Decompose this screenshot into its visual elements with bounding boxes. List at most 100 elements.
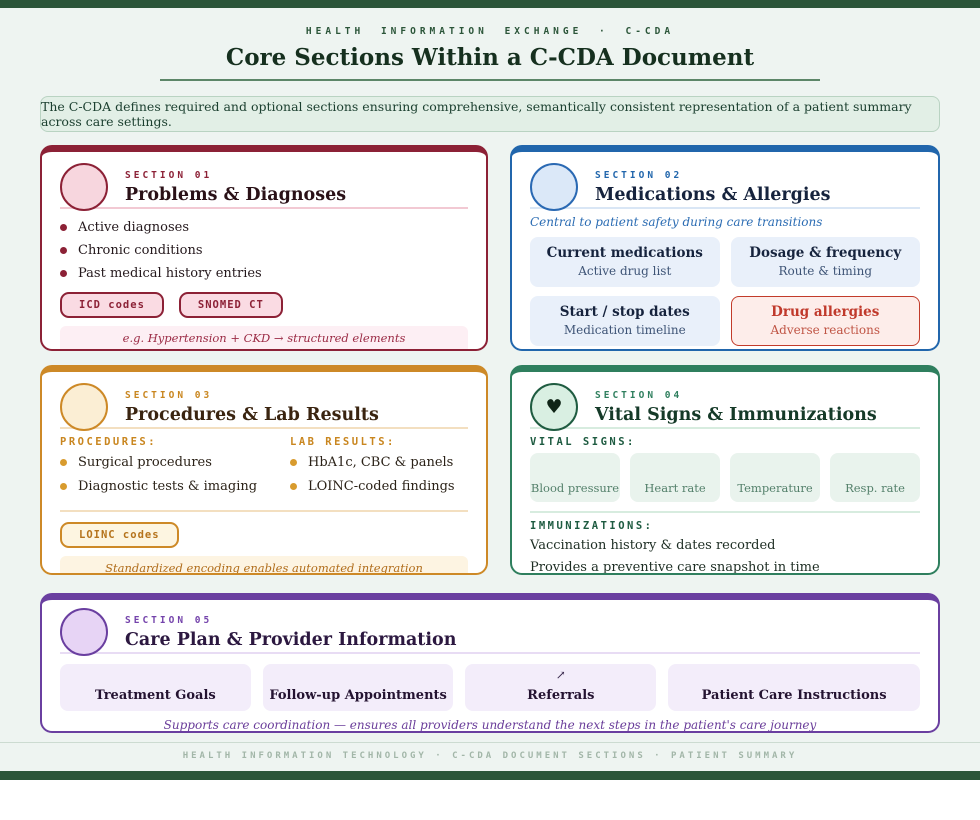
tile-start-stop-dates: Start / stop dates Medication timeline [530,296,720,346]
section-card-care-plan: SECTION 05 Care Plan & Provider Informat… [40,593,940,733]
page-footer: HEALTH INFORMATION TECHNOLOGY · C-CDA DO… [0,742,980,770]
bullet-item: Diagnostic tests & imaging [60,477,290,496]
bullet-dot-icon [60,224,67,231]
procedures-column: PROCEDURES: Surgical procedures Diagnost… [60,436,290,501]
tile-subtitle: Medication timeline [563,323,686,337]
bullet-item: Past medical history entries [60,264,468,283]
problems-section-icon [60,163,108,211]
tile-heart-rate: Heart rate [630,453,720,502]
bullet-item: Chronic conditions [60,241,468,260]
card-divider [60,510,468,512]
bullet-label: LOINC-coded findings [308,479,455,494]
code-chip-icd: ICD codes [60,292,164,318]
vitals-header: VITAL SIGNS: [530,436,636,448]
procedures-section-icon [60,383,108,431]
tile-resp-rate: Resp. rate [830,453,920,502]
tile-drug-allergies: Drug allergies Adverse reactions [730,296,920,346]
example-note-line1: e.g. Hypertension + CKD → structured ele… [122,331,406,345]
tile-current-medications: Current medications Active drug list [530,237,720,287]
section-title: Care Plan & Provider Information [125,629,457,650]
tile-dosage-frequency: Dosage & frequency Route & timing [730,237,920,287]
card-head: SECTION 02 Medications & Allergies [530,163,920,211]
bullet-item: LOINC-coded findings [290,477,468,496]
bullet-label: Surgical procedures [78,455,212,470]
tile-title: Start / stop dates [559,304,690,320]
tile-blood-pressure: Blood pressure [530,453,620,502]
care-plan-tiles: Treatment Goals Follow-up Appointments ↗… [60,664,920,711]
bullet-item: Surgical procedures [60,453,290,472]
section-card-medications: SECTION 02 Medications & Allergies Centr… [510,145,940,351]
card-divider [530,511,920,513]
bullet-dot-icon [60,483,67,490]
medications-section-icon [530,163,578,211]
intro-banner: The C-CDA defines required and optional … [40,96,940,132]
tile-title: Current medications [546,245,703,261]
immunizations-header: IMMUNIZATIONS: [530,519,654,532]
tile-temperature: Temperature [730,453,820,502]
card-divider [60,427,468,429]
section-kicker: SECTION 04 [595,389,683,401]
card-footnote: Supports care coordination — ensures all… [163,718,817,732]
bullet-dot-icon [60,270,67,277]
bullet-dot-icon [60,459,67,466]
column-header: PROCEDURES: [60,436,158,448]
card-head: ♥ SECTION 04 Vital Signs & Immunizations [530,383,920,431]
medication-tiles: Current medications Active drug list Dos… [530,237,920,346]
page-title: Core Sections Within a C-CDA Document [225,44,755,71]
immunization-line: Provides a preventive care snapshot in t… [530,559,820,575]
tile-label: Referrals [527,688,595,703]
code-chips: ICD codes SNOMED CT [60,292,468,318]
card-head: SECTION 05 Care Plan & Provider Informat… [60,608,920,656]
example-note: Standardized encoding enables automated … [60,555,468,575]
tile-title: Dosage & frequency [749,245,902,261]
column-header: LAB RESULTS: [290,436,396,448]
cards-grid: SECTION 01 Problems & Diagnoses Active d… [40,145,940,733]
tile-treatment-goals: Treatment Goals [60,664,251,711]
card-divider [530,207,920,209]
eyebrow-label: HEALTH INFORMATION EXCHANGE · C-CDA [305,26,675,37]
vitals-section-icon: ♥ [530,383,578,431]
code-chip-loinc: LOINC codes [60,521,179,548]
page-canvas: HEALTH INFORMATION EXCHANGE · C-CDA Core… [0,8,980,771]
bullet-label: Chronic conditions [78,243,203,258]
arrow-up-right-icon: ↗ [555,668,566,682]
bullet-dot-icon [60,247,67,254]
tile-label: Treatment Goals [94,688,216,703]
page-header: HEALTH INFORMATION EXCHANGE · C-CDA Core… [0,8,980,81]
care-plan-section-icon [60,608,108,656]
page-bottom-bar [0,771,980,780]
tile-patient-care-instructions: Patient Care Instructions [668,664,920,711]
code-chips: LOINC codes [60,521,468,548]
bullet-dot-icon [290,483,297,490]
tile-follow-up-appointments: Follow-up Appointments [262,664,454,711]
page-top-bar [0,0,980,8]
bullet-item: HbA1c, CBC & panels [290,453,468,472]
section-card-vitals: ♥ SECTION 04 Vital Signs & Immunizations… [510,365,940,575]
section-kicker: SECTION 01 [125,169,213,181]
section-title: Problems & Diagnoses [125,184,347,205]
section-subtitle: Central to patient safety during care tr… [530,215,823,229]
card-divider [60,652,920,654]
section-title: Vital Signs & Immunizations [595,404,877,425]
bullet-label: Diagnostic tests & imaging [78,479,258,494]
card-divider [530,427,920,429]
bullet-dot-icon [290,459,297,466]
section-kicker: SECTION 03 [125,389,213,401]
tile-subtitle: Adverse reactions [770,322,881,337]
section-title: Procedures & Lab Results [125,404,379,425]
bullet-label: HbA1c, CBC & panels [308,455,454,470]
bullet-item: Active diagnoses [60,218,468,237]
section-card-problems: SECTION 01 Problems & Diagnoses Active d… [40,145,488,351]
tile-subtitle: Route & timing [778,264,872,278]
bullet-list: Active diagnoses Chronic conditions Past… [60,218,468,283]
tile-title: Drug allergies [771,303,880,320]
bullet-label: Past medical history entries [78,266,262,281]
card-divider [60,207,468,209]
lab-results-column: LAB RESULTS: HbA1c, CBC & panels LOINC-c… [290,436,468,501]
example-note-line1: Standardized encoding enables automated … [105,560,423,575]
immunization-line: Vaccination history & dates recorded [530,537,776,553]
example-note: e.g. Hypertension + CKD → structured ele… [60,326,468,350]
card-head: SECTION 03 Procedures & Lab Results [60,383,468,431]
example-note-line2: auto-populate receiving provider's EHR [148,347,380,350]
title-underline [160,79,820,81]
